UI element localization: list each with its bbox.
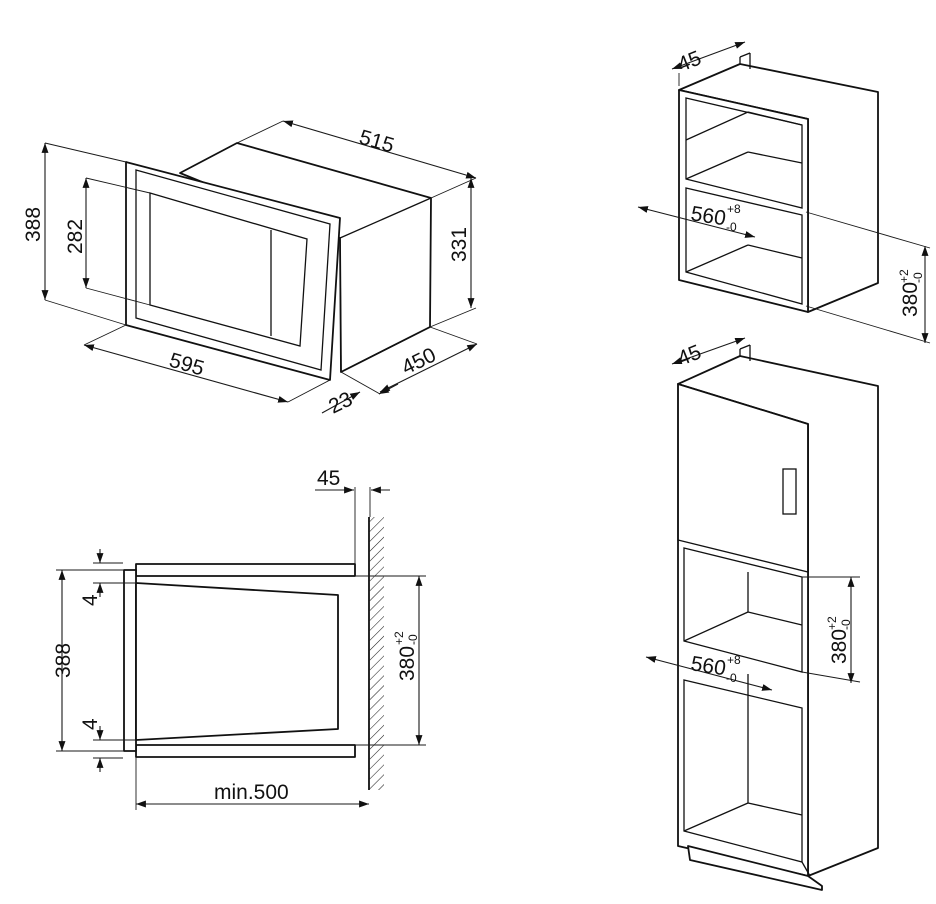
dim-label-45-top: 45 <box>674 47 704 77</box>
oven-front-frame <box>123 569 137 752</box>
dim-label-282: 282 <box>64 219 87 254</box>
dim-label-4-upper: 4 <box>79 594 102 606</box>
dim-label-450: 450 <box>398 343 440 379</box>
dim-tol-380-side-up: +2 <box>392 631 406 645</box>
dim-label-380-side: 380 <box>396 646 419 681</box>
dim-label-23: 23 <box>325 388 356 419</box>
dim-tol-560-top-dn: -0 <box>726 220 737 234</box>
tall-cabinet-front <box>677 383 809 877</box>
dim-tol-560-tall-dn: -0 <box>726 671 737 685</box>
dim-label-515: 515 <box>357 126 397 158</box>
oven-body-side <box>135 582 339 741</box>
upper-shelf <box>135 563 356 577</box>
dim-label-min500: min.500 <box>214 781 289 804</box>
tall-cabinet-view: 45 380 +2 -0 560 +8 -0 <box>645 337 879 891</box>
dim-tol-380-tall-up: +2 <box>825 616 839 630</box>
dim-label-560-tall: 560 <box>689 652 727 680</box>
dim-tol-380-top-dn: -0 <box>911 272 925 283</box>
dim-label-388-iso: 388 <box>22 207 45 242</box>
cabinet-plinth <box>687 845 823 891</box>
dim-tol-560-top-up: +8 <box>727 202 741 216</box>
dim-label-388-side: 388 <box>52 643 75 678</box>
microwave-window <box>149 192 308 347</box>
dim-label-560-top: 560 <box>689 202 727 230</box>
dim-tol-560-tall-up: +8 <box>727 653 741 667</box>
microwave-isometric-view: 515 388 282 331 595 450 23 <box>22 120 478 419</box>
dim-label-380-tall: 380 <box>828 629 851 664</box>
lower-shelf <box>135 744 356 758</box>
wall-cabinet-view: 45 560 +8 -0 380 +2 -0 <box>637 41 931 344</box>
dim-label-45-side: 45 <box>317 467 340 490</box>
dim-tol-380-top-up: +2 <box>897 269 911 283</box>
dim-label-380-top: 380 <box>899 282 922 317</box>
dim-tol-380-side-dn: -0 <box>406 634 420 645</box>
dim-label-45-tall: 45 <box>674 341 704 371</box>
dim-tol-380-tall-dn: -0 <box>839 619 853 630</box>
dim-label-595: 595 <box>167 349 207 381</box>
side-section-view: 45 4 4 388 380 +2 -0 min.500 <box>52 467 426 810</box>
dim-label-4-lower: 4 <box>79 718 102 730</box>
dim-label-331: 331 <box>448 227 471 262</box>
